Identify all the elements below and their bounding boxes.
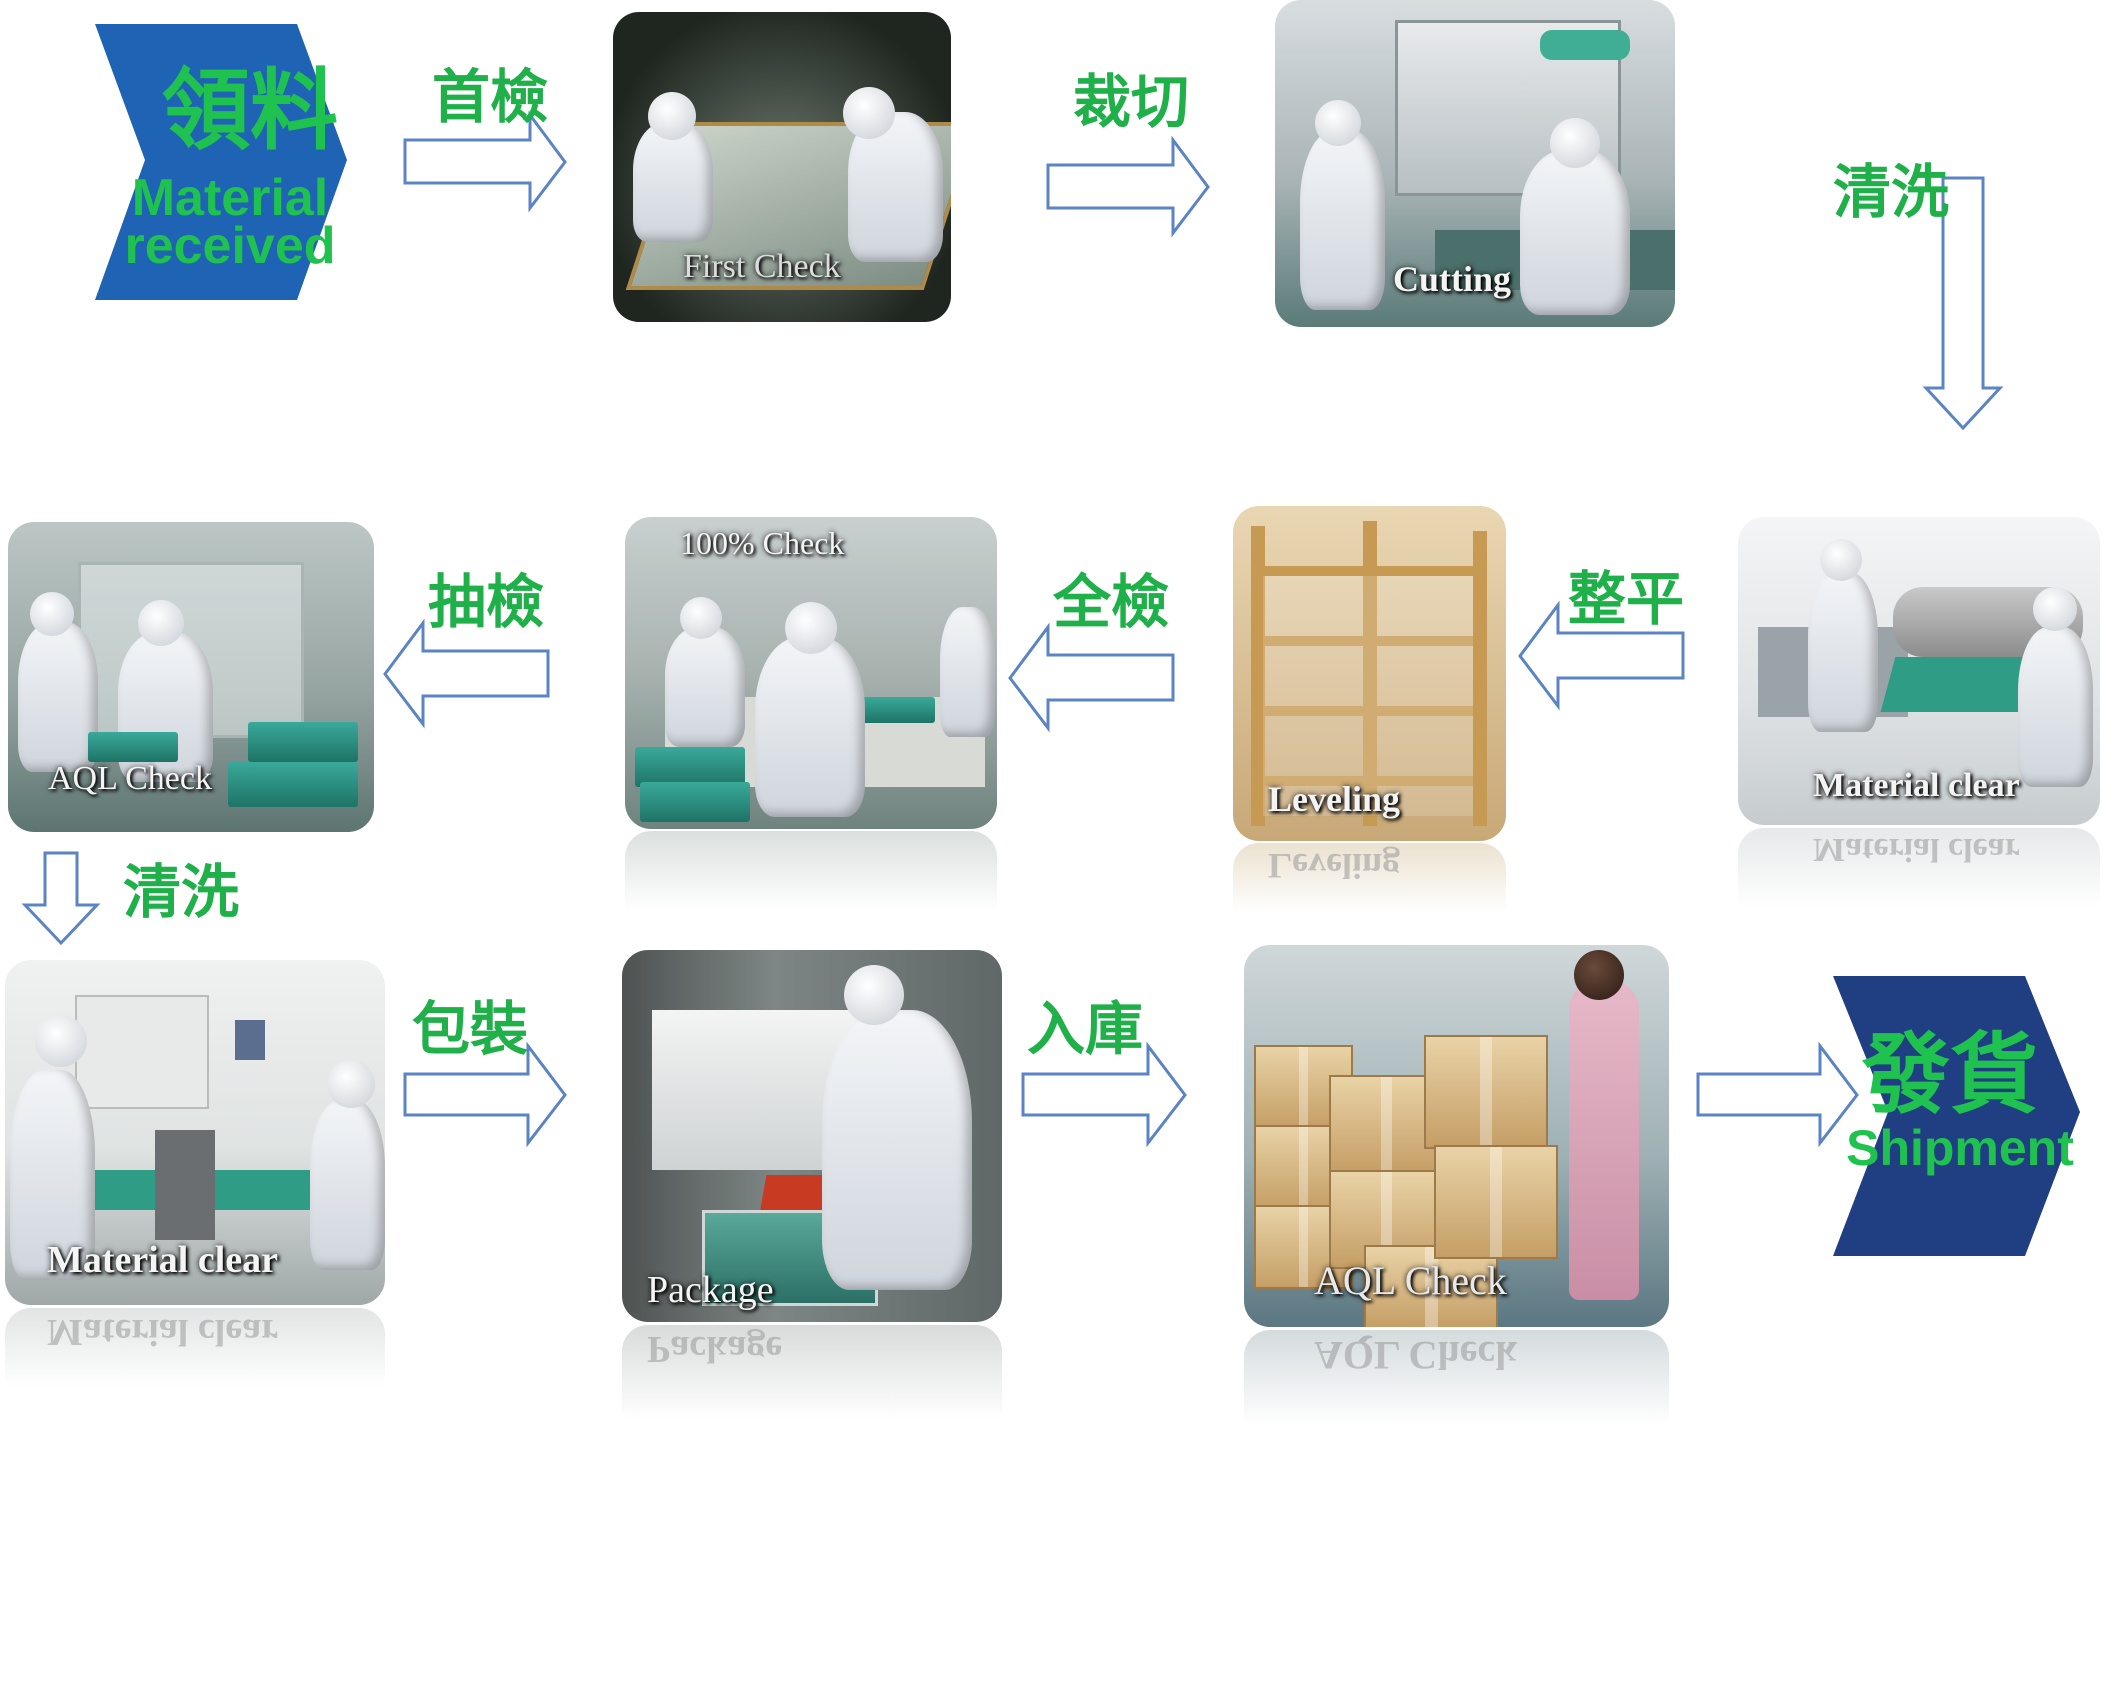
photo-leveling: Leveling — [1233, 506, 1506, 841]
arrow-right-5 — [1696, 1041, 1859, 1148]
reflect-material-clear-1: Material clear — [1813, 831, 2020, 868]
arrow-left-3 — [383, 618, 550, 729]
arrow-right-3 — [403, 1041, 567, 1148]
arrow-right-2 — [1046, 135, 1210, 238]
caption-first-check: First Check — [683, 248, 841, 285]
label-clean-2: 清洗 — [123, 858, 240, 926]
caption-material-clear-2: Material clear — [47, 1239, 279, 1281]
label-sample-check: 抽檢 — [428, 568, 545, 636]
material-received-zh: 領料 — [161, 59, 338, 162]
reflect-material-clear-2: Material clear — [47, 1311, 279, 1353]
caption-material-clear-1: Material clear — [1813, 767, 2020, 804]
caption-full-check: 100% Check — [680, 525, 845, 561]
caption-warehouse: AQL Check — [1314, 1258, 1507, 1303]
label-clean-1: 清洗 — [1833, 158, 1950, 226]
photo-warehouse: AQL Check — [1244, 945, 1669, 1327]
label-leveling: 整平 — [1568, 565, 1685, 633]
material-received-en-1: Material — [131, 169, 329, 227]
caption-package: Package — [647, 1269, 774, 1311]
photo-first-check: First Check — [613, 12, 951, 322]
reflect-warehouse: AQL Check — [1314, 1333, 1518, 1378]
caption-leveling: Leveling — [1268, 779, 1400, 819]
reflect-leveling: Leveling — [1268, 846, 1400, 886]
photo-sample-check: AQL Check — [8, 522, 374, 832]
photo-material-clear-1: Material clear — [1738, 517, 2100, 825]
arrow-right-1 — [403, 110, 567, 213]
arrow-left-1 — [1518, 600, 1685, 711]
arrow-right-4 — [1021, 1041, 1187, 1148]
photo-full-check: 100% Check — [625, 517, 997, 829]
label-first-check: 首檢 — [432, 63, 549, 131]
caption-sample-check: AQL Check — [48, 760, 212, 797]
end-chevron — [1833, 976, 2080, 1256]
arrow-down-2 — [21, 851, 101, 946]
caption-cutting: Cutting — [1393, 259, 1512, 299]
photo-package: Package — [622, 950, 1002, 1322]
shipment-zh: 發貨 — [1861, 1023, 2038, 1126]
label-warehouse: 入庫 — [1027, 995, 1144, 1063]
label-cutting: 裁切 — [1073, 68, 1190, 136]
label-full-check: 全檢 — [1053, 568, 1170, 636]
shipment-en: Shipment — [1846, 1120, 2074, 1176]
photo-material-clear-2: Material clear — [5, 960, 385, 1305]
start-chevron — [95, 24, 347, 300]
photo-cutting: Cutting — [1275, 0, 1675, 327]
arrow-left-2 — [1008, 622, 1175, 733]
material-received-en-2: received — [124, 217, 336, 275]
label-package: 包裝 — [412, 995, 529, 1063]
arrow-down-1 — [1922, 176, 2004, 431]
reflect-package: Package — [647, 1328, 783, 1370]
